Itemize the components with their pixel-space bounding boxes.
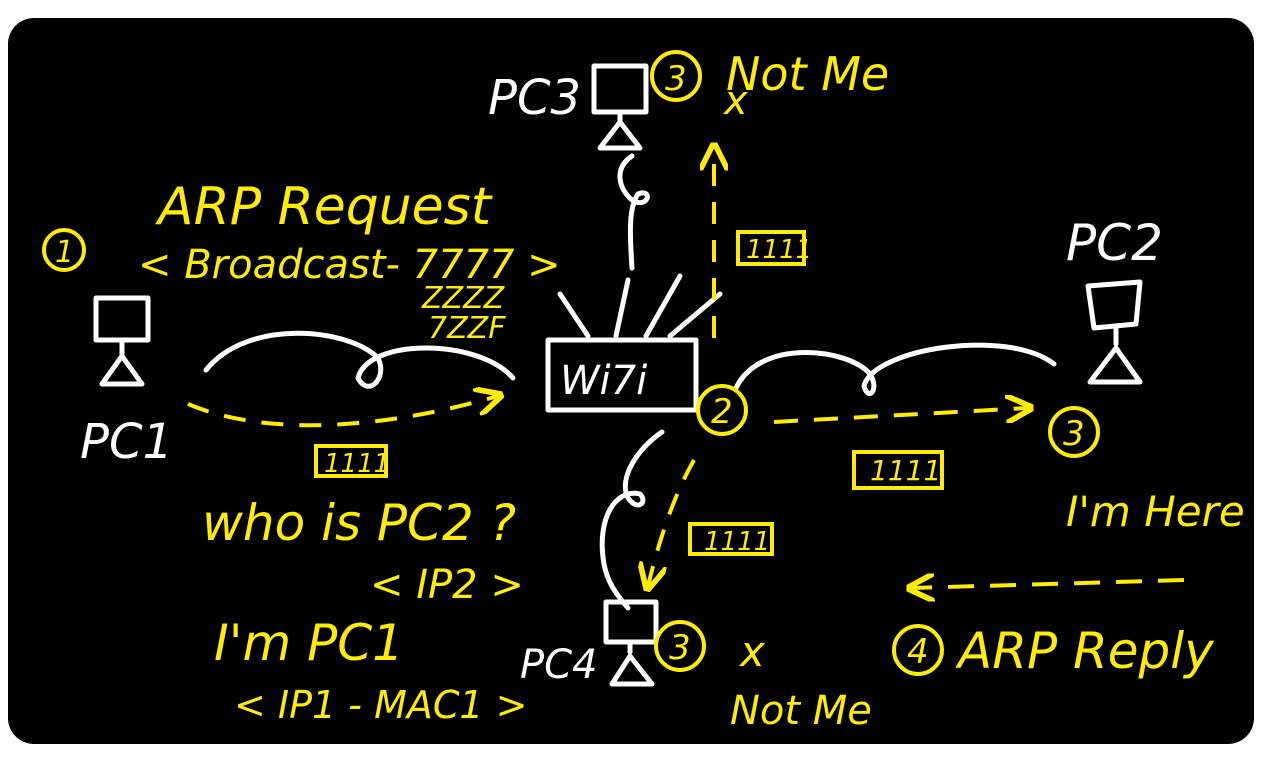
pc4-label: PC4 — [520, 642, 598, 688]
step3-pc4-badge: 3 — [654, 620, 706, 672]
step4-number: 4 — [907, 632, 929, 672]
pc2-label: PC2 — [1066, 214, 1163, 272]
cable-router-pc2 — [733, 342, 1057, 396]
step4-badge: 4 — [892, 624, 944, 676]
step1-badge: 1 — [42, 228, 86, 272]
broadcast-arrow-pc1-router — [187, 396, 498, 428]
step3-pc4-number: 3 — [669, 628, 691, 668]
broadcast-addr-line2: ZZZZ — [421, 281, 506, 316]
request-sender: I'm PC1 — [214, 614, 404, 672]
cable-pc3-router — [617, 153, 650, 271]
step2-badge: 2 — [696, 384, 748, 436]
pc2-computer-icon — [1085, 279, 1143, 385]
reply-arrow — [912, 580, 1185, 588]
broadcast-addr-line3: 7ZZF — [428, 311, 506, 346]
request-title: ARP Request — [155, 177, 493, 237]
forward-arrow-pc2 — [773, 408, 1028, 424]
packet-pc1: 1111 — [314, 444, 390, 479]
step3-pc2-badge: 3 — [1048, 406, 1100, 458]
pc2-answer: I'm Here — [1066, 487, 1245, 536]
pc1-computer-icon — [93, 295, 151, 387]
request-target-ip: < IP2 > — [370, 562, 524, 608]
step3-pc2-number: 3 — [1063, 414, 1085, 454]
router-label: Wi7i — [560, 358, 647, 404]
pc4-reject-mark: x — [738, 627, 766, 676]
router-icon — [545, 273, 723, 413]
packet-pc3-label: 1111 — [746, 235, 812, 265]
pc4-status: Not Me — [730, 688, 872, 734]
request-question: who is PC2 ? — [202, 494, 516, 552]
packet-pc4: 1111 — [688, 522, 774, 557]
cable-router-pc4 — [599, 429, 665, 611]
request-sender-addr: < IP1 - MAC1 > — [234, 683, 528, 727]
step3-pc3-badge: 3 — [650, 50, 702, 102]
step2-number: 2 — [711, 392, 733, 432]
step1-number: 1 — [55, 235, 74, 270]
pc3-label: PC3 — [488, 70, 581, 126]
pc3-reject-mark: x — [722, 78, 748, 124]
packet-pc1-label: 1111 — [324, 449, 390, 479]
forward-arrow-pc4 — [648, 459, 696, 586]
step3-pc3-number: 3 — [665, 59, 687, 99]
pc3-status: Not Me — [726, 47, 889, 101]
broadcast-label: < Broadcast- 7777 > — [138, 242, 561, 288]
pc4-computer-icon — [603, 599, 659, 687]
reply-label: ARP Reply — [955, 622, 1215, 680]
pc1-label: PC1 — [80, 414, 173, 470]
packet-pc4-label: 1111 — [704, 527, 770, 557]
whiteboard: PC1 1111 Wi7i PC3 3 Not Me x 1111 — [8, 18, 1254, 744]
packet-pc2: 1111 — [852, 450, 944, 490]
cable-pc1-router — [203, 330, 516, 389]
packet-pc3: 1111 — [736, 230, 812, 266]
packet-pc2-label: 1111 — [870, 454, 941, 487]
pc3-computer-icon — [591, 63, 649, 151]
arp-diagram: PC1 1111 Wi7i PC3 3 Not Me x 1111 — [42, 47, 1245, 734]
